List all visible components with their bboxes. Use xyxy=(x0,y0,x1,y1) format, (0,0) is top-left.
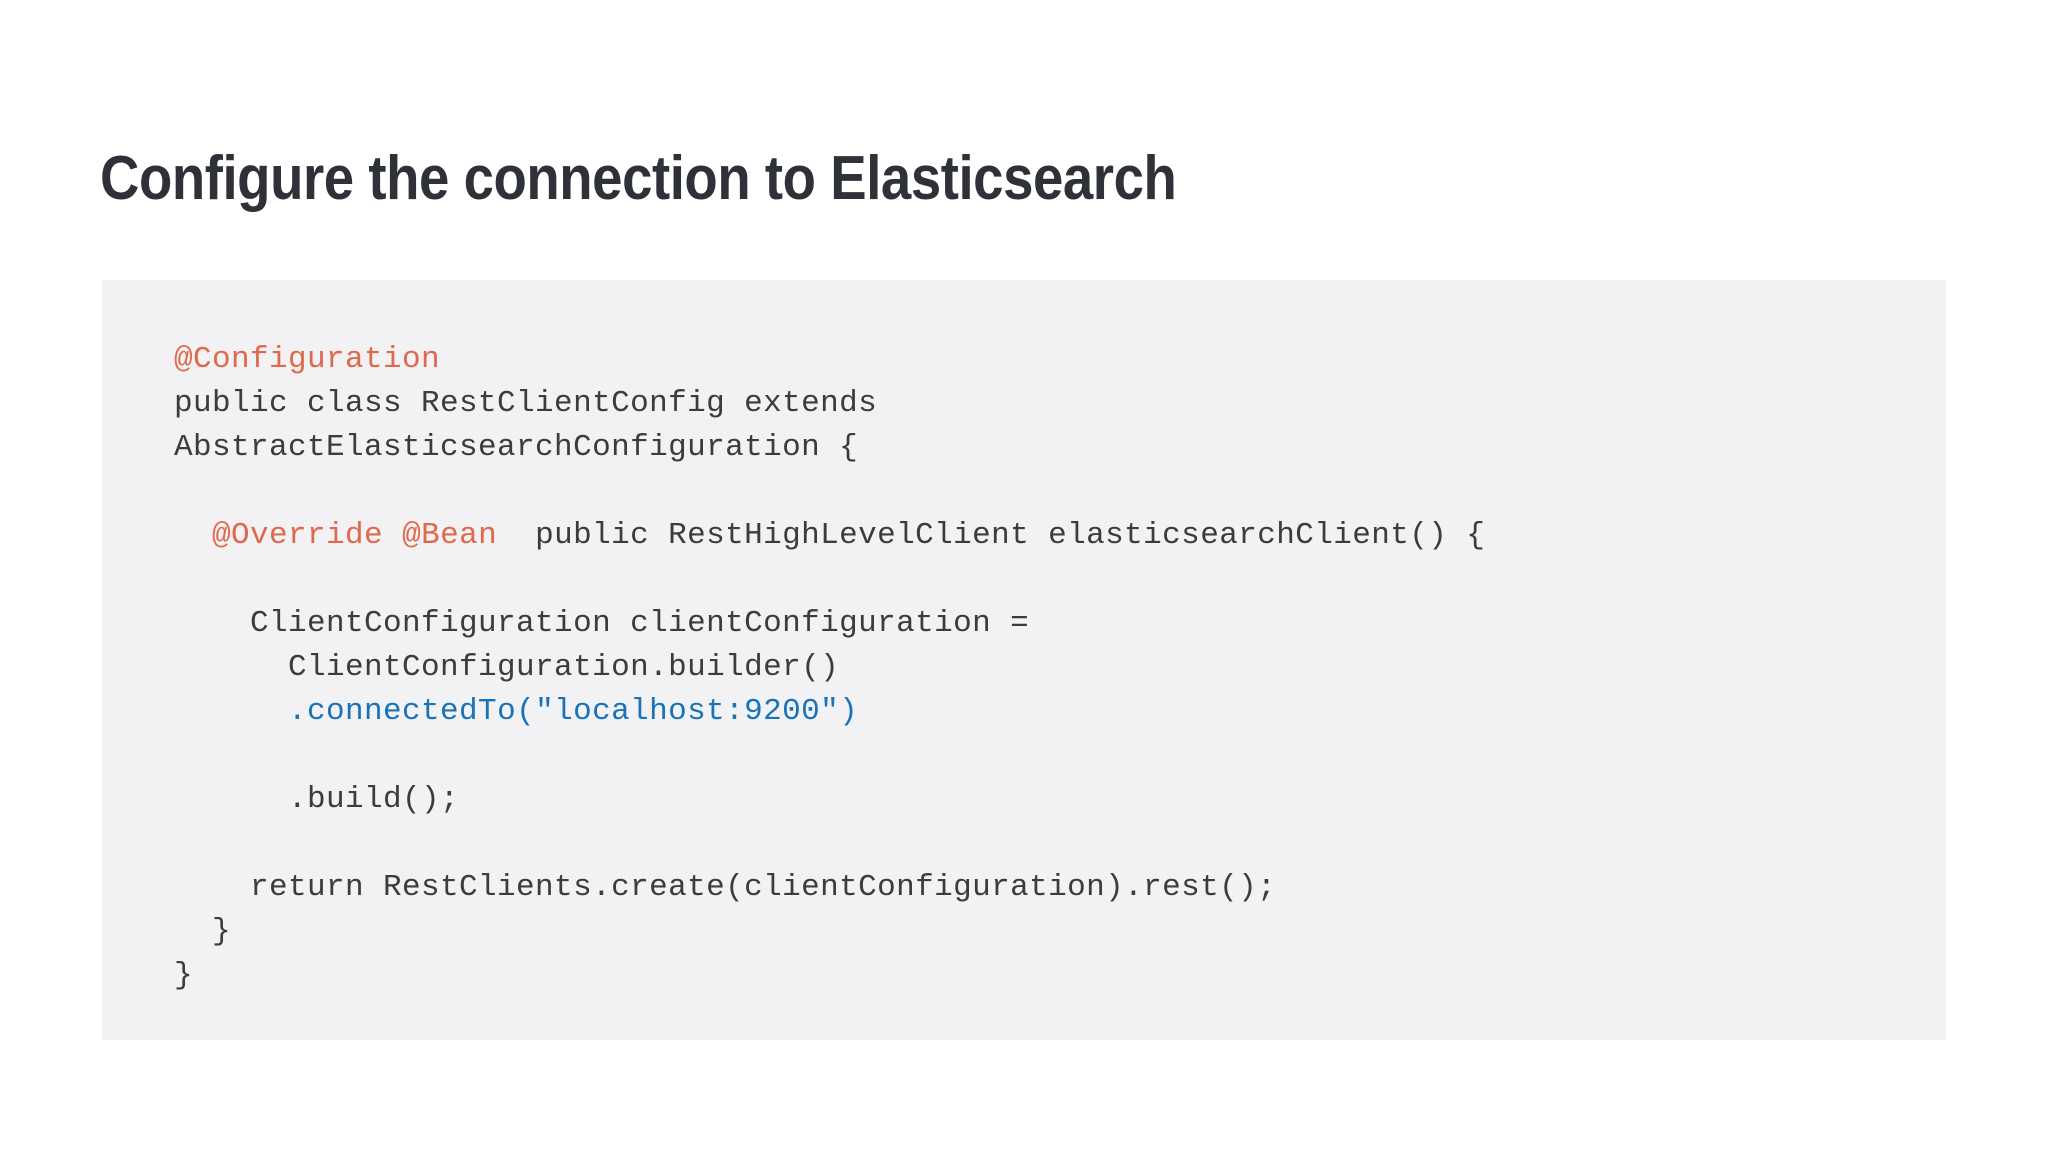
code-token-annotation: @Override xyxy=(212,518,384,553)
code-line: .connectedTo("localhost:9200") xyxy=(174,694,858,729)
code-token-plain: AbstractElasticsearchConfiguration { xyxy=(174,430,859,465)
code-line: return RestClients.create(clientConfigur… xyxy=(174,870,1276,905)
code-token-plain xyxy=(174,694,288,729)
code-listing: @Configuration public class RestClientCo… xyxy=(174,338,1946,998)
code-line: } xyxy=(174,958,193,993)
code-token-string: "localhost:9200" xyxy=(535,694,840,729)
code-token-plain: public RestHighLevelClient elasticsearch… xyxy=(497,518,1486,553)
code-token-plain: } xyxy=(174,914,232,949)
code-token-plain: public class RestClientConfig extends xyxy=(174,386,878,421)
code-token-annotation: @Bean xyxy=(402,518,498,553)
code-token-plain: } xyxy=(174,958,194,993)
code-line: AbstractElasticsearchConfiguration { xyxy=(174,430,858,465)
code-line: @Configuration xyxy=(174,342,440,377)
code-token-method: .connectedTo xyxy=(288,694,517,729)
page-title: Configure the connection to Elasticsearc… xyxy=(100,143,1177,213)
code-line: } xyxy=(174,914,231,949)
code-token-plain: ClientConfiguration clientConfiguration … xyxy=(174,606,1030,641)
code-block: @Configuration public class RestClientCo… xyxy=(102,280,1946,1040)
code-token-plain xyxy=(383,518,402,553)
code-line: public class RestClientConfig extends xyxy=(174,386,877,421)
code-line: ClientConfiguration clientConfiguration … xyxy=(174,606,1029,641)
code-line: .build(); xyxy=(174,782,459,817)
code-token-plain xyxy=(174,518,212,553)
code-line: ClientConfiguration.builder() xyxy=(174,650,839,685)
code-token-method: ( xyxy=(516,694,536,729)
code-line: @Override @Bean public RestHighLevelClie… xyxy=(174,518,1485,553)
code-token-plain: ClientConfiguration.builder() xyxy=(174,650,840,685)
code-token-plain: return RestClients.create(clientConfigur… xyxy=(174,870,1277,905)
code-token-annotation: @Configuration xyxy=(174,342,441,377)
code-token-method: ) xyxy=(839,694,859,729)
code-token-plain: .build(); xyxy=(174,782,460,817)
